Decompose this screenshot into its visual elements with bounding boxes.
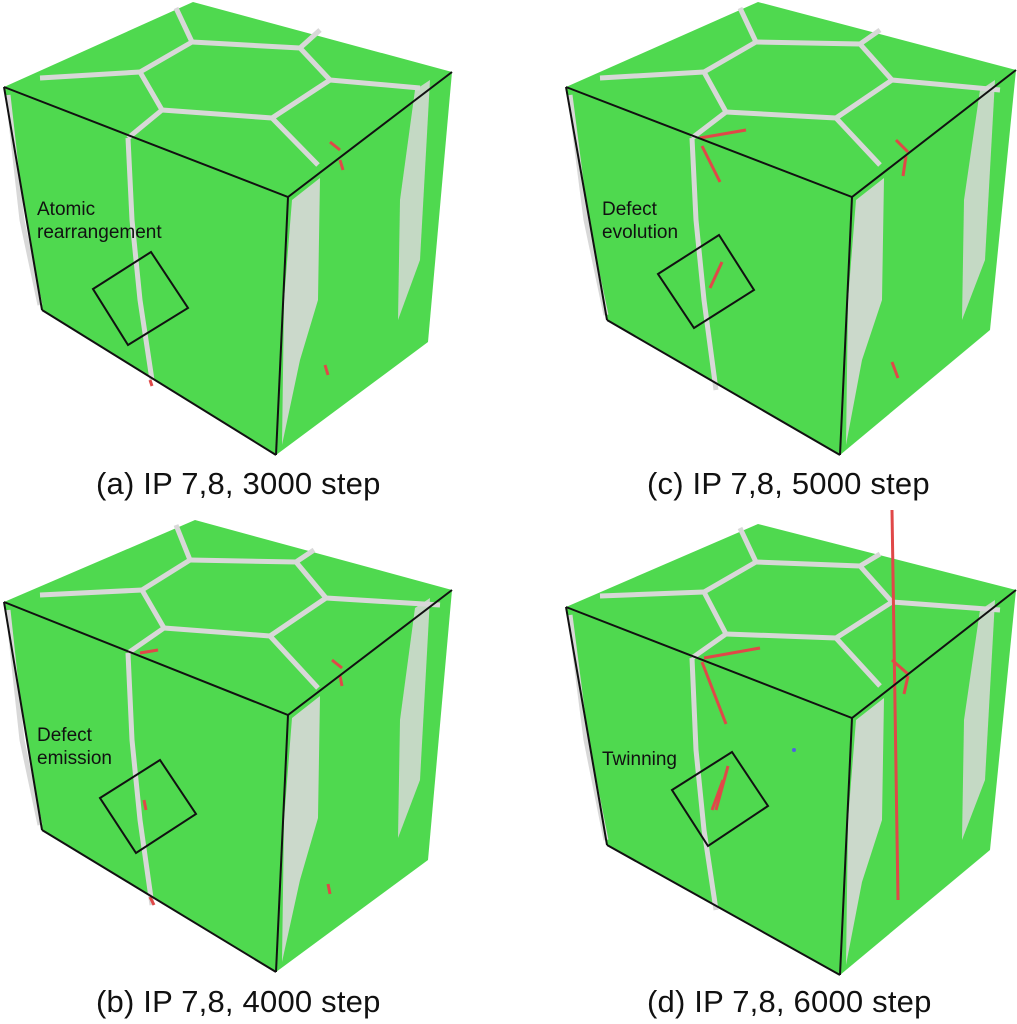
cube-render-b (3, 520, 453, 973)
annotation-line-1: Defect (602, 199, 657, 220)
panel-d: Twinning (d) IP 7,8, 6000 step (540, 510, 1017, 1024)
panel-b: Defect emission (b) IP 7,8, 4000 step (0, 510, 508, 1024)
annotation-line-1: Defect (37, 725, 92, 746)
cube-render-a (3, 2, 453, 456)
highlight-box-d (670, 750, 770, 848)
annotation-line-2: emission (37, 748, 112, 769)
annotation-a: Atomic rearrangement (37, 198, 162, 244)
caption-c: (c) IP 7,8, 5000 step (647, 466, 930, 501)
annotation-line-2: evolution (602, 222, 679, 243)
cube-render-c (565, 2, 1017, 456)
panel-c: Defect evolution (c) IP 7,8, 5000 step (540, 0, 1017, 512)
highlight-box-c (656, 233, 756, 330)
highlight-box-b (98, 758, 198, 855)
caption-d: (d) IP 7,8, 6000 step (647, 984, 932, 1019)
annotation-b: Defect emission (37, 724, 112, 770)
panel-a: Atomic rearrangement (a) IP 7,8, 3000 st… (0, 0, 508, 512)
annotation-line-2: rearrangement (37, 222, 162, 243)
annotation-d: Twinning (602, 748, 677, 771)
annotation-c: Defect evolution (602, 198, 678, 244)
annotation-line-1: Atomic (37, 199, 96, 220)
highlight-box-a (91, 250, 190, 347)
caption-a: (a) IP 7,8, 3000 step (96, 466, 381, 501)
cube-render-d (565, 510, 1017, 976)
caption-b: (b) IP 7,8, 4000 step (96, 984, 381, 1019)
annotation-line-1: Twinning (602, 749, 677, 770)
